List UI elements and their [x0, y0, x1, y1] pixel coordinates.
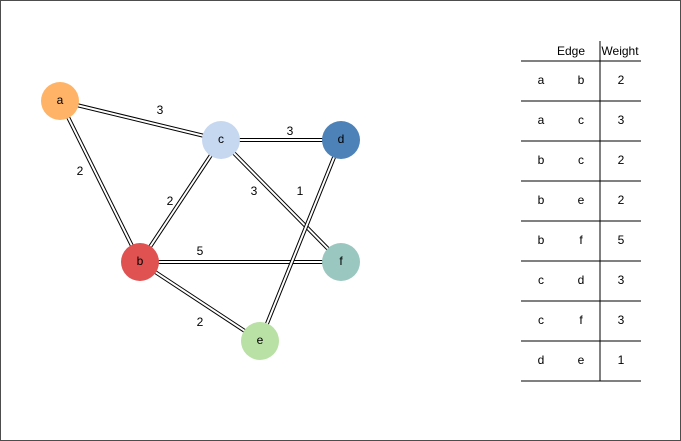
- edge-weight-label-d-e: 1: [297, 184, 304, 198]
- node-label-e: e: [257, 333, 264, 347]
- edge-a-c: [59, 99, 222, 142]
- table-cell-from: a: [538, 73, 545, 87]
- table-cell-from: b: [538, 153, 545, 167]
- table-cell-from: c: [538, 273, 544, 287]
- node-label-d: d: [338, 132, 345, 146]
- table-row: b c 2: [521, 153, 641, 182]
- node-d: d: [322, 121, 360, 159]
- node-circle-b: [121, 243, 159, 281]
- table-cell-from: c: [538, 313, 544, 327]
- node-circle-a: [41, 82, 79, 120]
- node-c: c: [202, 121, 240, 159]
- table-cell-to: f: [579, 233, 583, 247]
- table-row: b f 5: [521, 233, 641, 262]
- table-cell-from: a: [538, 113, 545, 127]
- edge-weight-label-b-e: 2: [197, 315, 204, 329]
- table-row: c d 3: [521, 273, 641, 302]
- node-circle-e: [241, 322, 279, 360]
- node-circle-c: [202, 121, 240, 159]
- table-cell-weight: 1: [618, 353, 625, 367]
- edge-weight-label-c-d: 3: [287, 124, 294, 138]
- table-cell-from: d: [538, 353, 545, 367]
- edge-a-b: [58, 100, 142, 263]
- edges-layer: 2 3 2 2 5 3 3 1: [58, 99, 343, 343]
- node-label-c: c: [218, 132, 224, 146]
- table-cell-to: c: [578, 113, 584, 127]
- table-row: a b 2: [521, 73, 641, 102]
- table-cell-weight: 3: [618, 273, 625, 287]
- node-circle-d: [322, 121, 360, 159]
- node-e: e: [241, 322, 279, 360]
- table-cell-to: e: [578, 353, 585, 367]
- edge-weight-table: Edge Weight a b 2 a c 3 b c 2 b e 2 b f 5 c d 3 c f 3 d e 1: [521, 41, 641, 382]
- table-row: b e 2: [521, 193, 641, 222]
- table-cell-weight: 3: [618, 313, 625, 327]
- node-label-f: f: [339, 254, 343, 268]
- table-cell-weight: 2: [618, 73, 625, 87]
- node-circle-f: [322, 243, 360, 281]
- edge-weight-label-a-b: 2: [77, 164, 84, 178]
- table-cell-weight: 5: [618, 233, 625, 247]
- edge-d-e: [258, 139, 343, 342]
- table-cell-weight: 3: [618, 113, 625, 127]
- edge-b-e: [138, 260, 262, 343]
- node-label-a: a: [57, 93, 64, 107]
- table-cell-from: b: [538, 233, 545, 247]
- edge-b-c: [138, 138, 223, 264]
- edge-c-f: [219, 138, 343, 264]
- table-cell-from: b: [538, 193, 545, 207]
- table-cell-to: d: [578, 273, 585, 287]
- table-cell-to: e: [578, 193, 585, 207]
- table-cell-to: b: [578, 73, 585, 87]
- edge-weight-label-b-f: 5: [197, 244, 204, 258]
- table-header-edge: Edge: [557, 44, 585, 58]
- edge-weight-label-a-c: 3: [157, 103, 164, 117]
- table-cell-to: c: [578, 153, 584, 167]
- table-row: c f 3: [521, 313, 641, 342]
- table-header-weight: Weight: [601, 44, 639, 58]
- nodes-layer: a b c d e f: [41, 82, 360, 360]
- table-row: a c 3: [521, 113, 641, 142]
- node-a: a: [41, 82, 79, 120]
- node-f: f: [322, 243, 360, 281]
- node-label-b: b: [137, 254, 144, 268]
- edge-weight-label-c-f: 3: [251, 184, 258, 198]
- node-b: b: [121, 243, 159, 281]
- table-cell-weight: 2: [618, 193, 625, 207]
- edge-weight-label-b-c: 2: [167, 194, 174, 208]
- table-cell-to: f: [579, 313, 583, 327]
- table-cell-weight: 2: [618, 153, 625, 167]
- table-row: d e 1: [521, 353, 641, 382]
